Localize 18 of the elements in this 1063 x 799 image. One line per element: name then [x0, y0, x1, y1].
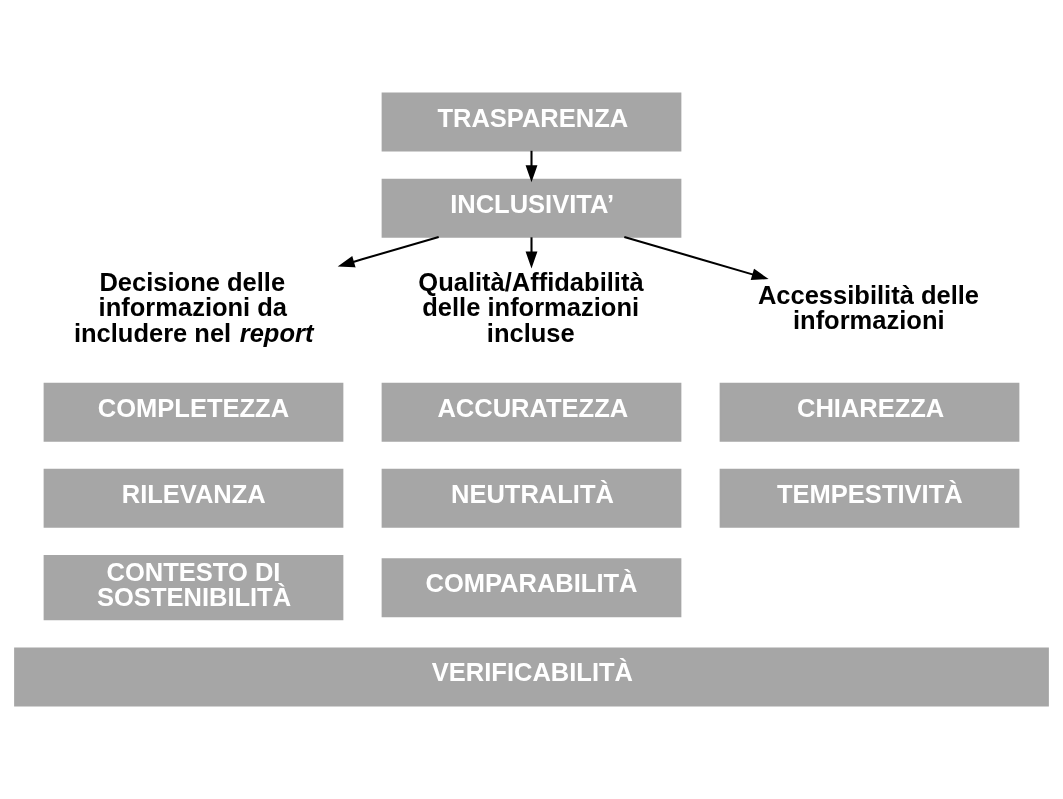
node-text: Accessibilità delle informazioni: [757, 280, 980, 335]
arrow: [624, 235, 769, 281]
node-box: NEUTRALITÀ: [381, 468, 682, 528]
node-box: CHIAREZZA: [719, 382, 1020, 442]
node-box: TEMPESTIVITÀ: [719, 468, 1020, 528]
node-box: RILEVANZA: [43, 468, 344, 528]
node-box: ACCURATEZZA: [381, 382, 682, 442]
node-box: CONTESTO DI SOSTENIBILITÀ: [43, 554, 344, 621]
arrow: [525, 150, 538, 183]
arrow: [337, 235, 439, 268]
node-text: Qualità/Affidabilità delle informazioni incluse: [418, 267, 644, 347]
arrow: [525, 237, 538, 269]
node-box: TRASPARENZA: [381, 92, 682, 152]
node-box: COMPLETEZZA: [43, 382, 344, 442]
node-box: COMPARABILITÀ: [381, 558, 682, 618]
node-box: VERIFICABILITÀ: [14, 647, 1049, 707]
node-box: INCLUSIVITA’: [381, 178, 682, 238]
node-text: Decisione delle informazioni da includere nel report: [73, 267, 314, 347]
